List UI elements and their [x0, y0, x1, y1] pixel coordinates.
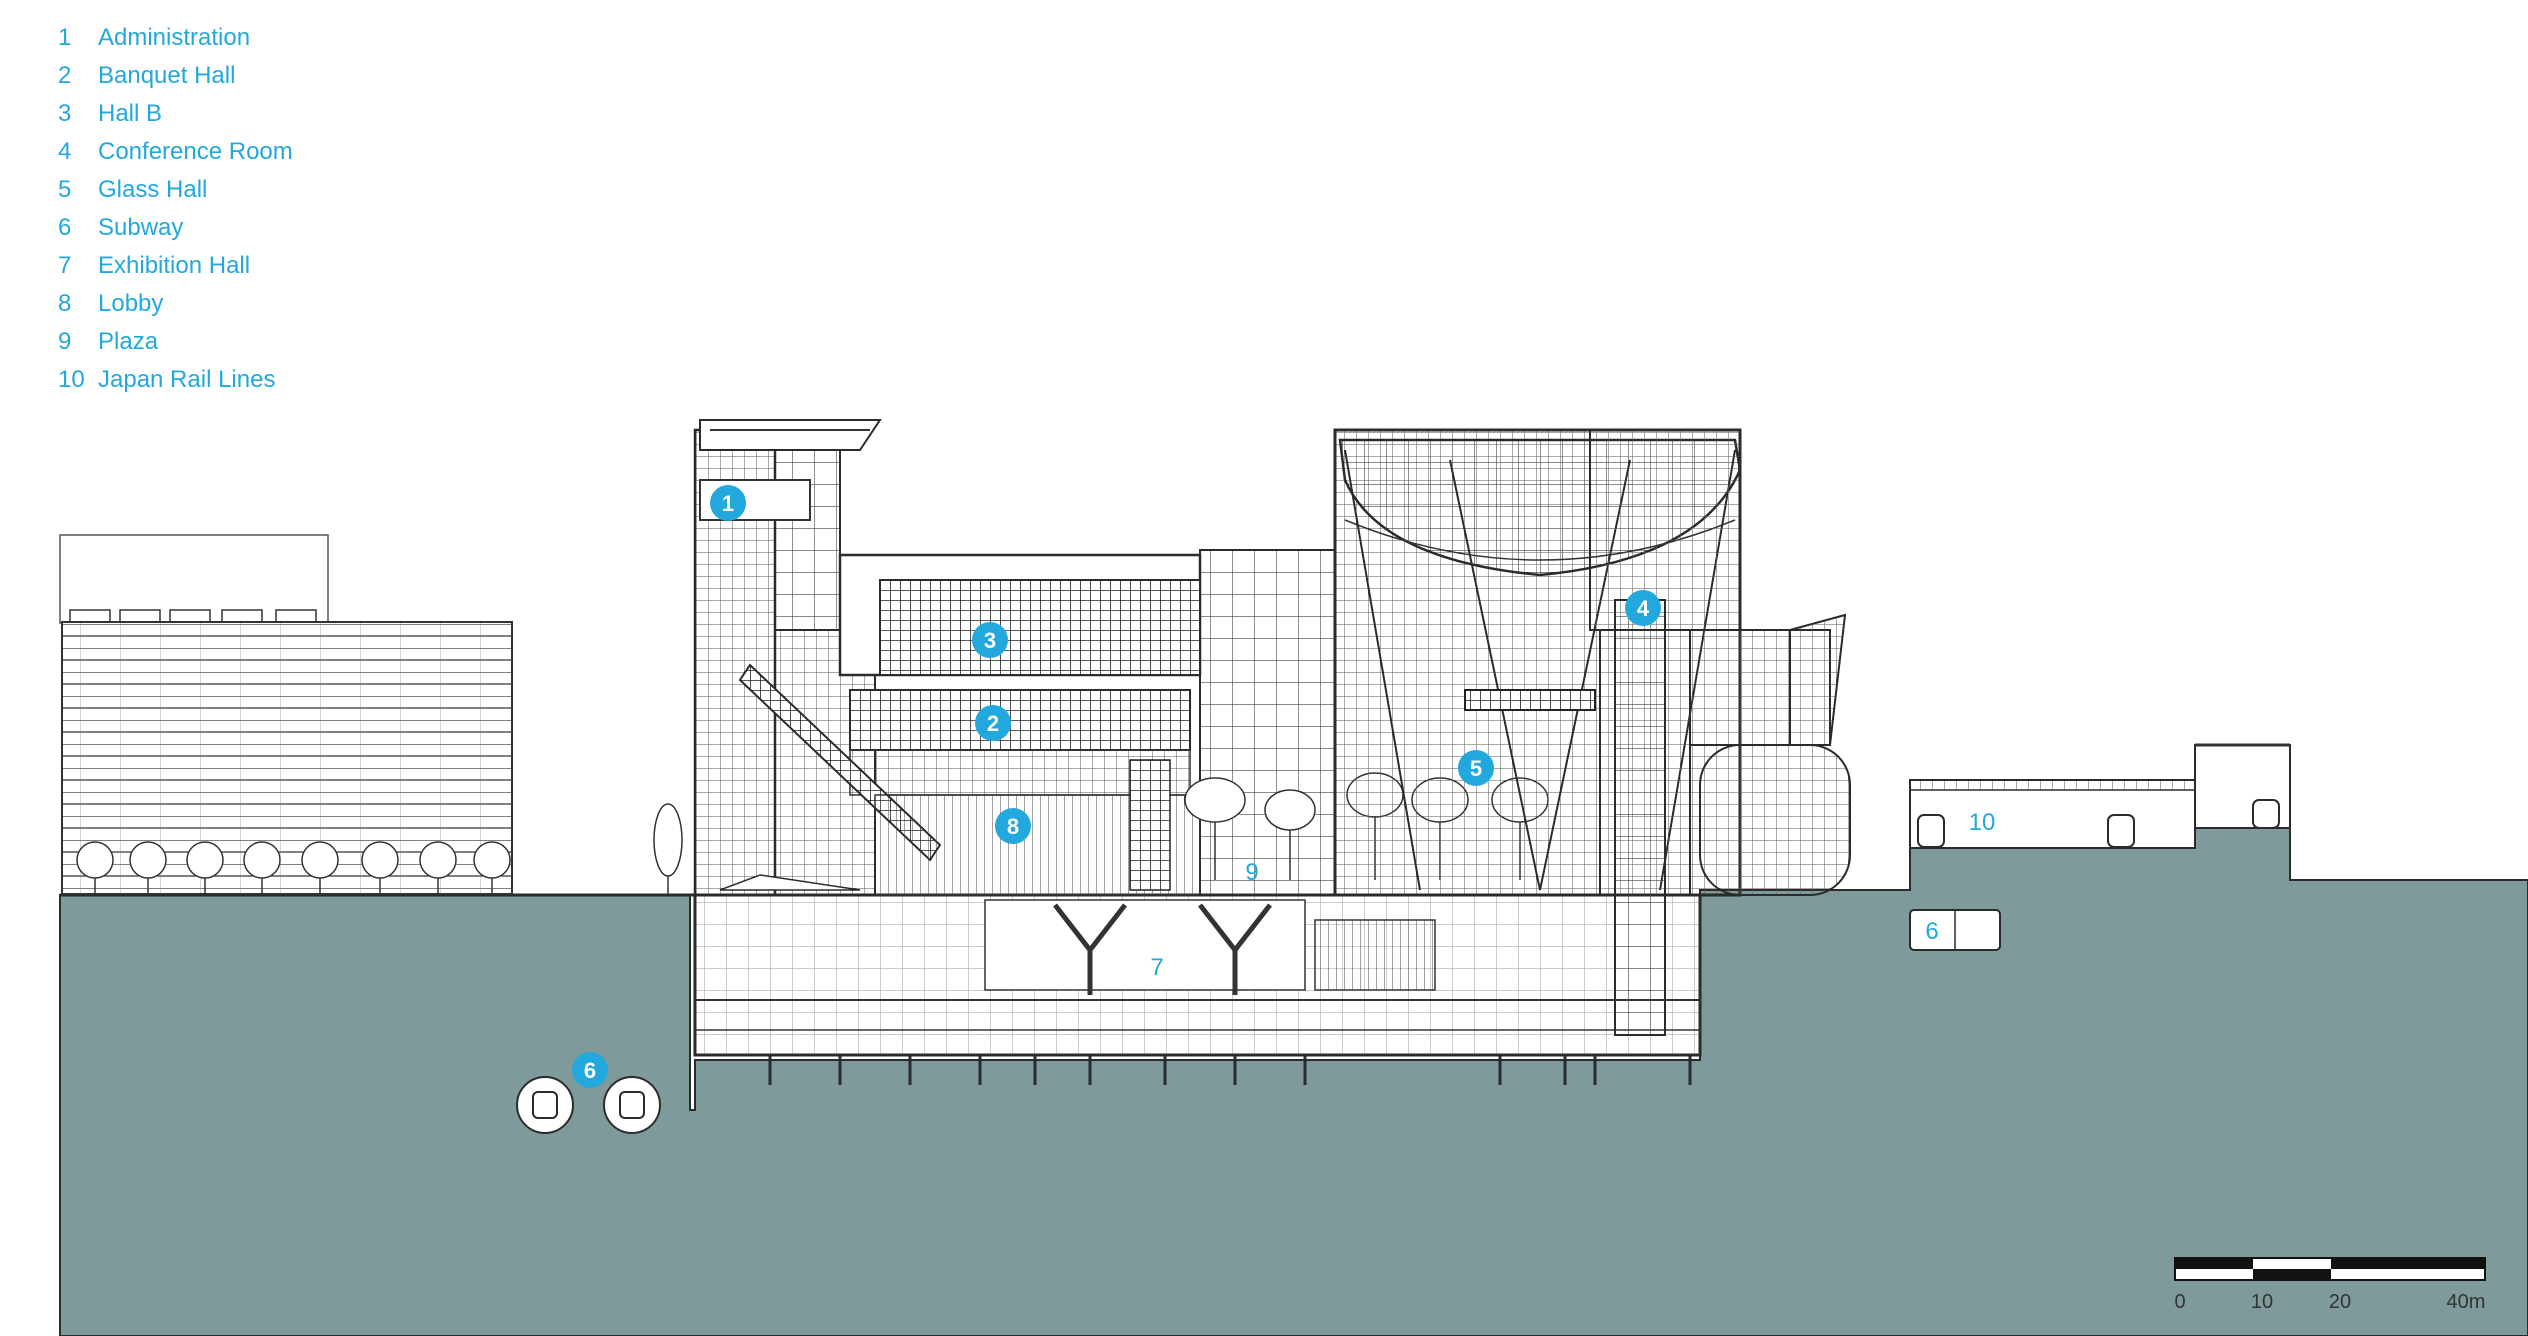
administration-tower [693, 419, 882, 897]
legend-number: 2 [58, 62, 72, 89]
legend-label: Conference Room [98, 138, 293, 165]
label-9: 9 [1245, 859, 1258, 886]
basement-structure [693, 893, 1702, 1057]
legend-number: 8 [58, 290, 72, 317]
tree-row [76, 803, 683, 895]
scale-tick-10: 10 [2251, 1291, 2273, 1313]
subway-tunnels [516, 1076, 661, 1134]
central-halls-block [719, 549, 1336, 896]
legend-number: 10 [58, 366, 85, 393]
legend-number: 9 [58, 328, 72, 355]
marker-4: 4 [1625, 590, 1661, 626]
label-7: 7 [1150, 954, 1163, 981]
svg-text:4: 4 [1637, 596, 1650, 621]
legend-number: 7 [58, 252, 72, 279]
legend-number: 5 [58, 176, 72, 203]
svg-text:2: 2 [987, 711, 999, 736]
legend-label: Banquet Hall [98, 62, 236, 89]
svg-text:3: 3 [984, 628, 996, 653]
legend-label: Lobby [98, 290, 164, 317]
marker-1: 1 [710, 485, 746, 521]
legend-number: 6 [58, 214, 72, 241]
legend-number: 1 [58, 24, 72, 51]
legend-number: 3 [58, 100, 72, 127]
train-icon [1917, 799, 2280, 848]
label-10: 10 [1969, 809, 1996, 836]
legend-number: 4 [58, 138, 72, 165]
marker-2: 2 [975, 705, 1011, 741]
legend-label: Exhibition Hall [98, 252, 251, 279]
legend-label: Hall B [98, 100, 163, 127]
legend-label: Subway [98, 214, 184, 241]
scale-tick-40: 40m [2447, 1291, 2486, 1313]
foundation-piles [768, 1055, 1692, 1085]
subway-box [1909, 909, 2001, 951]
marker-3: 3 [972, 622, 1008, 658]
marker-6: 6 [572, 1052, 608, 1088]
east-block [1599, 599, 1851, 1036]
label-6-subway-box: 6 [1925, 918, 1938, 945]
scale-tick-20: 20 [2329, 1291, 2351, 1313]
legend-label: Japan Rail Lines [98, 366, 276, 393]
rail-station [1909, 743, 2291, 849]
scale-tick-0: 0 [2174, 1291, 2185, 1313]
legend-label: Administration [98, 24, 251, 51]
marker-5: 5 [1458, 750, 1494, 786]
svg-text:5: 5 [1470, 756, 1482, 781]
scale-bar: 0 10 20 40m [2174, 1257, 2486, 1313]
legend-label: Glass Hall [98, 176, 208, 203]
svg-text:6: 6 [584, 1058, 596, 1083]
legend-label: Plaza [98, 328, 159, 355]
svg-text:8: 8 [1007, 814, 1019, 839]
svg-text:1: 1 [722, 491, 734, 516]
neighbor-building [59, 534, 513, 895]
marker-8: 8 [995, 808, 1031, 844]
